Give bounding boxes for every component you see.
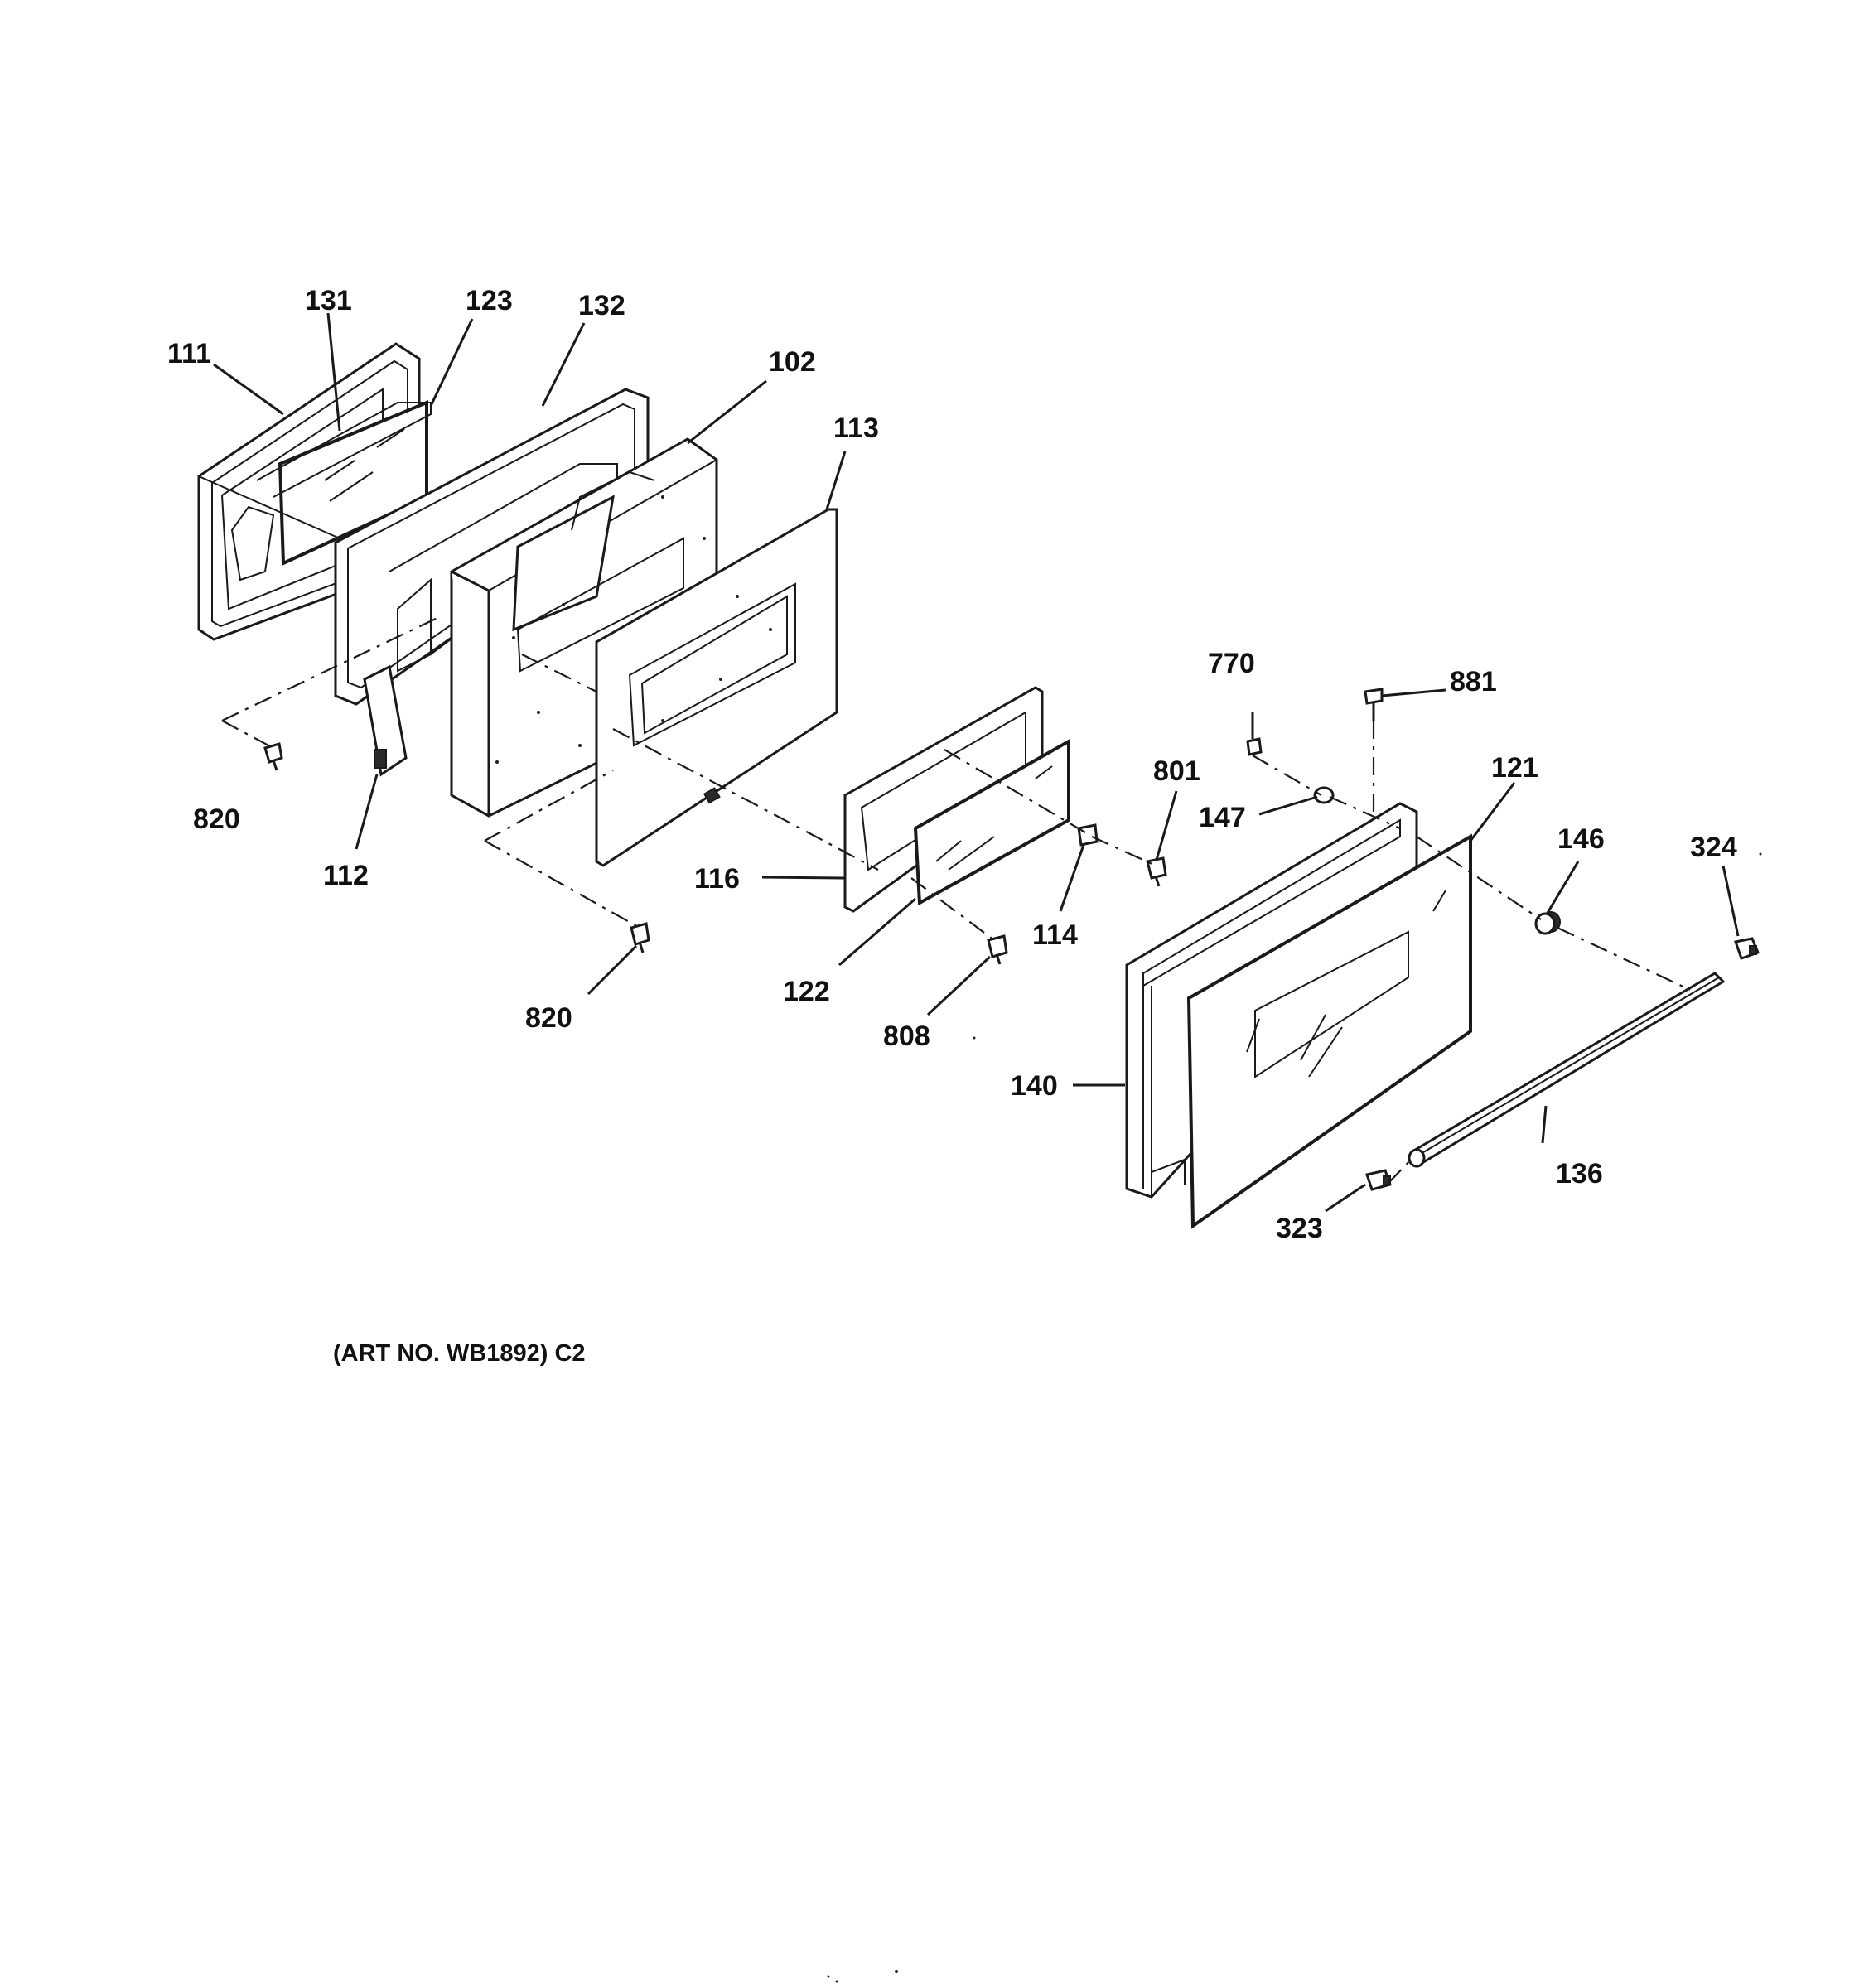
- part-808-screw: [987, 934, 1008, 965]
- part-121-outer-glass: [1186, 833, 1472, 1229]
- label-324: 324: [1690, 832, 1737, 863]
- part-112-channel: [363, 664, 408, 777]
- label-146: 146: [1557, 823, 1605, 855]
- label-881: 881: [1450, 666, 1497, 697]
- label-808: 808: [883, 1021, 930, 1052]
- label-801: 801: [1153, 755, 1200, 787]
- scan-specks: [827, 852, 1762, 1983]
- part-324-end-cap: [1734, 937, 1760, 960]
- label-820-lower: 820: [525, 1002, 572, 1034]
- label-132: 132: [578, 290, 625, 321]
- label-123: 123: [466, 285, 513, 316]
- label-114: 114: [1032, 919, 1078, 951]
- label-111: 111: [167, 338, 211, 369]
- label-323: 323: [1276, 1213, 1323, 1244]
- label-820-upper: 820: [193, 803, 240, 835]
- label-121: 121: [1491, 752, 1538, 784]
- part-770-screw: [1246, 712, 1263, 756]
- label-147: 147: [1199, 802, 1246, 833]
- art-number: (ART NO. WB1892) C2: [333, 1340, 586, 1367]
- part-820-screw-upper: [263, 742, 283, 771]
- part-122-small-glass: [913, 738, 1070, 906]
- part-146-bushing: [1534, 911, 1561, 935]
- part-113-inner-panel: [595, 508, 838, 867]
- label-112: 112: [323, 860, 369, 891]
- label-113: 113: [833, 413, 879, 444]
- part-labels: 111 131 123 132 102 113 820 112 820 116 …: [167, 285, 1737, 1367]
- part-323-end-cap: [1365, 1169, 1392, 1191]
- label-102: 102: [769, 346, 816, 378]
- assembly-lines: [198, 475, 1691, 1184]
- label-116: 116: [694, 863, 740, 895]
- label-136: 136: [1556, 1158, 1603, 1189]
- part-801-screw: [1146, 856, 1167, 887]
- leader-lines: [213, 312, 1740, 1213]
- part-123-retainer: [256, 402, 432, 498]
- label-140: 140: [1011, 1070, 1058, 1102]
- part-881-screw: [1364, 688, 1384, 721]
- label-131: 131: [305, 285, 352, 316]
- part-114-clip: [1077, 823, 1099, 847]
- part-147-washer: [1313, 786, 1335, 804]
- label-122: 122: [783, 976, 830, 1007]
- part-136-handle: [1408, 972, 1726, 1168]
- part-820-screw-lower: [630, 922, 650, 953]
- label-770: 770: [1208, 648, 1255, 679]
